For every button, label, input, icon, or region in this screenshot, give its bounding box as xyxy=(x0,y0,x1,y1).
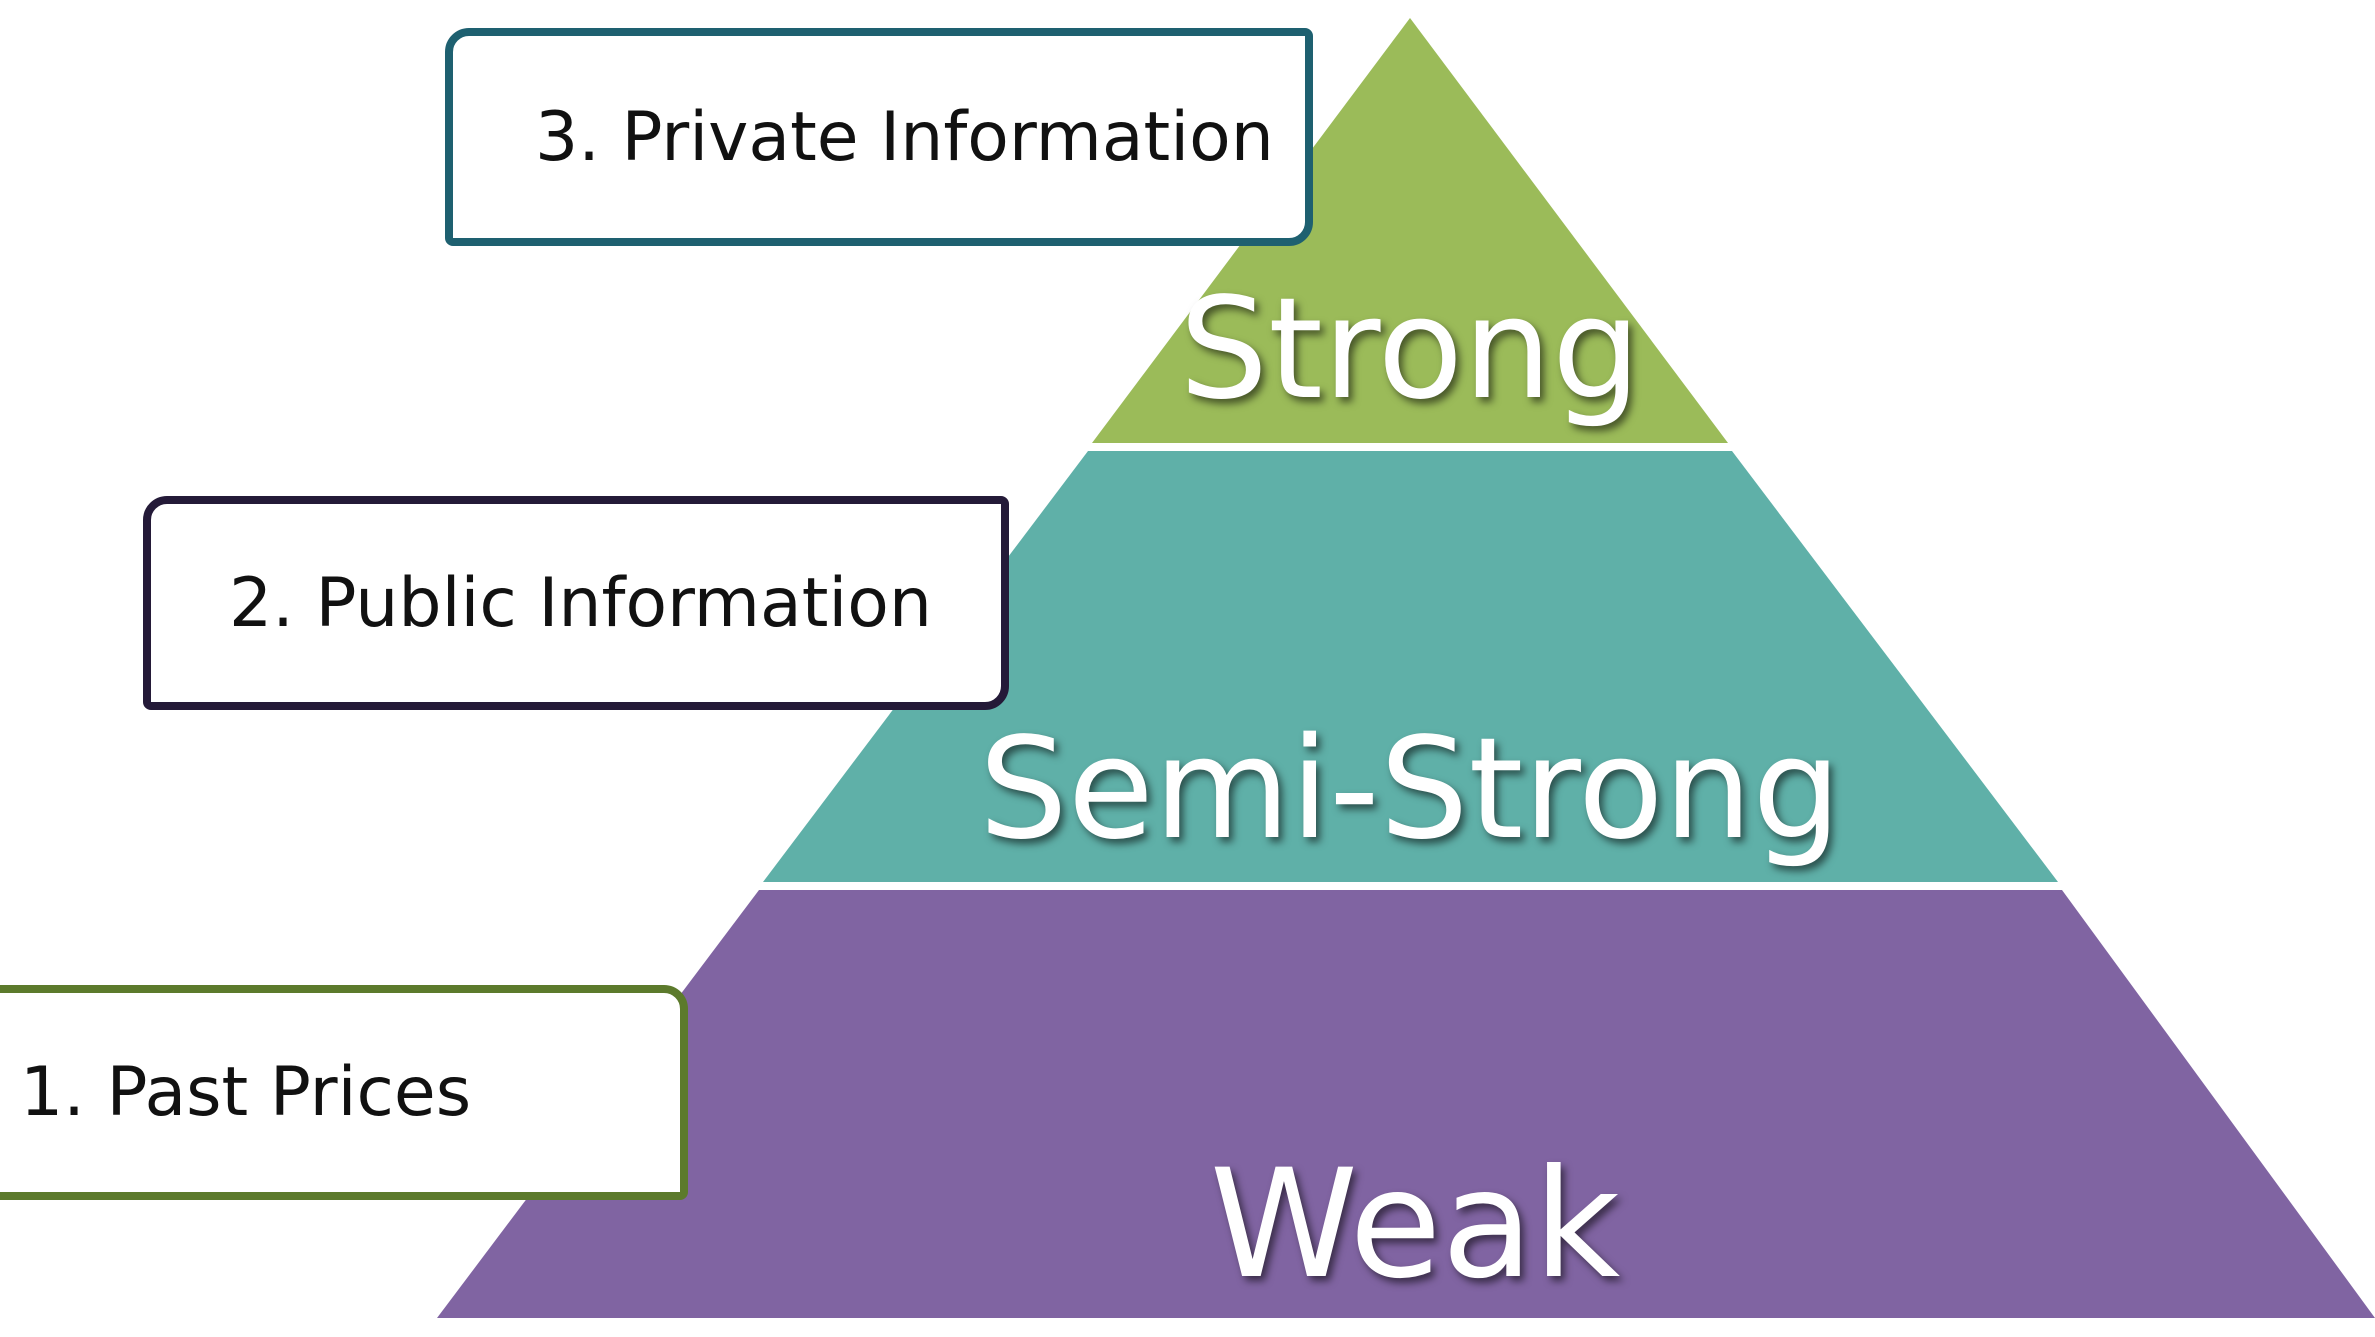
tier-label-strong: Strong xyxy=(1179,268,1641,431)
callout-private-information-label: 3. Private Information xyxy=(535,97,1274,177)
tier-weak-shape xyxy=(437,890,2375,1318)
callout-past-prices: 1. Past Prices xyxy=(0,985,688,1200)
tier-strong-shape xyxy=(1092,18,1728,443)
callout-private-information: 3. Private Information xyxy=(445,28,1313,246)
callout-public-information-label: 2. Public Information xyxy=(229,563,932,643)
tier-semi-strong-shape xyxy=(763,451,2058,882)
tier-label-weak: Weak xyxy=(1209,1138,1621,1312)
tier-label-semi-strong: Semi-Strong xyxy=(978,708,1842,871)
callout-past-prices-label: 1. Past Prices xyxy=(20,1053,472,1132)
callout-public-information: 2. Public Information xyxy=(143,496,1009,710)
